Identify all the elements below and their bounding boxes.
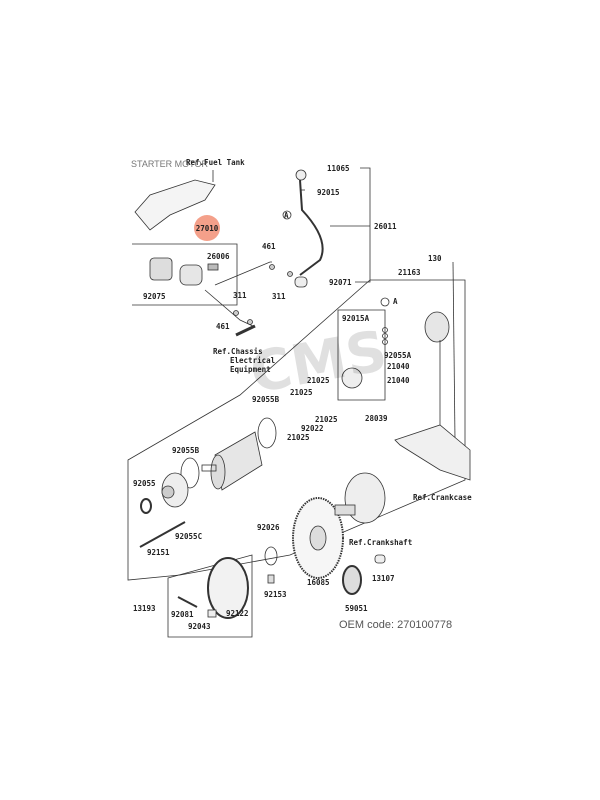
part-label[interactable]: 92151	[147, 548, 170, 557]
callout-a-2: A	[393, 297, 398, 306]
part-label[interactable]: 16085	[307, 578, 330, 587]
part-label[interactable]: 13193	[133, 604, 156, 613]
relay-part	[149, 257, 173, 281]
part-label[interactable]: 92153	[264, 590, 287, 599]
part-label[interactable]: 21025	[290, 388, 313, 397]
ref-chassis-equipment: Equipment	[230, 365, 271, 374]
part-label[interactable]: 92122	[226, 609, 249, 618]
part-label[interactable]: 92081	[171, 610, 194, 619]
starter-relay-part	[179, 264, 203, 286]
part-label[interactable]: 92055C	[175, 532, 203, 541]
part-label[interactable]: 311	[233, 291, 247, 300]
part-label[interactable]: 92055B	[172, 446, 200, 455]
part-label[interactable]: 26011	[374, 222, 397, 231]
oem-code: OEM code: 270100778	[339, 619, 453, 631]
part-label[interactable]: 92026	[257, 523, 280, 532]
idler-gear-part	[342, 565, 362, 595]
part-label[interactable]: 59051	[345, 604, 368, 613]
part-label[interactable]: 21040	[387, 362, 410, 371]
brush-plate-part	[341, 367, 363, 389]
part-label[interactable]: 21025	[287, 433, 310, 442]
part-label[interactable]: 92055A	[384, 351, 412, 360]
part-label[interactable]: 28039	[365, 414, 388, 423]
part-label[interactable]: 92055	[133, 479, 156, 488]
part-label[interactable]: 92022	[301, 424, 324, 433]
part-label[interactable]: 26006	[207, 252, 230, 261]
ref-fuel-tank: Ref.Fuel Tank	[186, 158, 245, 167]
highlighted-part-label[interactable]: 27010	[194, 215, 220, 241]
part-label[interactable]: 92055B	[252, 395, 280, 404]
part-label[interactable]: 311	[272, 292, 286, 301]
bracket-part	[134, 179, 216, 231]
diagram-title: STARTER MOTOR	[131, 159, 209, 169]
part-label[interactable]: 11065	[327, 164, 350, 173]
end-cover-part	[424, 311, 450, 343]
part-label[interactable]: 21025	[315, 415, 338, 424]
crankshaft-part	[344, 472, 386, 524]
part-label[interactable]: 92043	[188, 622, 211, 631]
part-label[interactable]: 461	[216, 322, 230, 331]
part-label[interactable]: 461	[262, 242, 276, 251]
part-label[interactable]: 92075	[143, 292, 166, 301]
ref-crankshaft: Ref.Crankshaft	[349, 538, 413, 547]
starter-clutch-part	[207, 557, 249, 619]
part-label[interactable]: 13107	[372, 574, 395, 583]
part-label[interactable]: 21025	[307, 376, 330, 385]
ref-crankcase: Ref.Crankcase	[413, 493, 472, 502]
part-label[interactable]: 21040	[387, 376, 410, 385]
part-label[interactable]: 92015	[317, 188, 340, 197]
part-label[interactable]: 92071	[329, 278, 352, 287]
ref-chassis: Ref.Chassis	[213, 347, 263, 356]
part-label[interactable]: 130	[428, 254, 442, 263]
ref-chassis-electrical: Electrical	[230, 356, 276, 365]
part-label[interactable]: 92015A	[342, 314, 370, 323]
callout-a-1: A	[284, 211, 289, 220]
part-label[interactable]: 21163	[398, 268, 421, 277]
